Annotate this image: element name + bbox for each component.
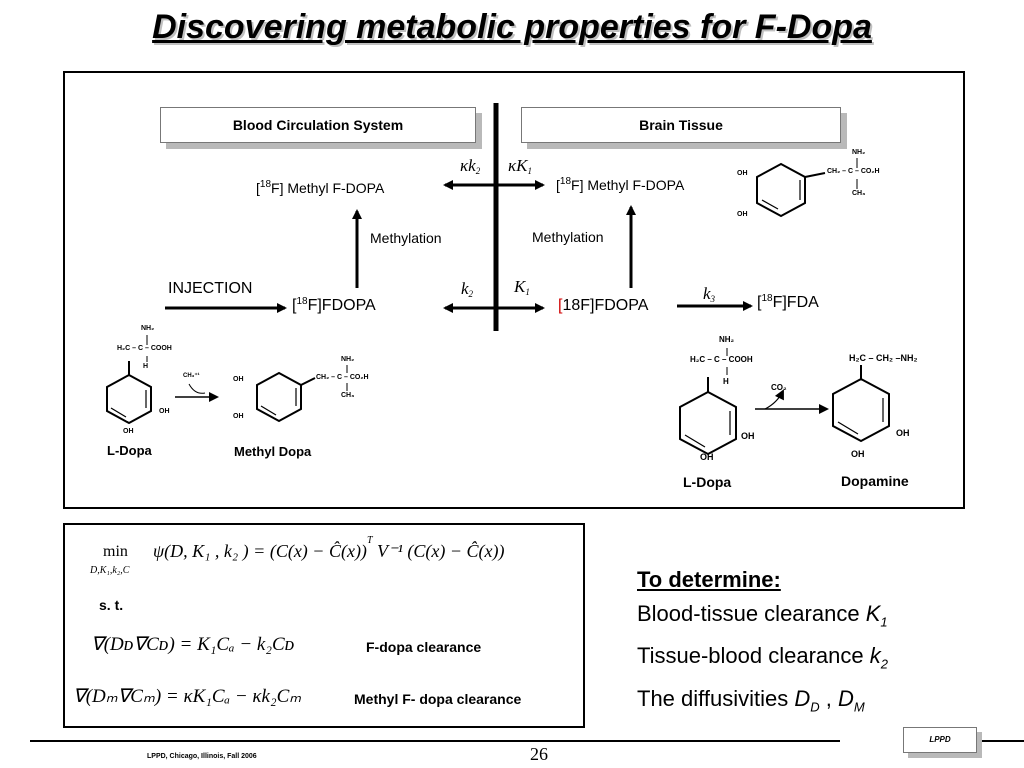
subject-to-label: s. t. xyxy=(99,597,124,613)
footer-divider xyxy=(30,740,840,742)
dopamine-chain: H₂C – CH₂ –NH₂ xyxy=(849,353,918,363)
footer-divider-right xyxy=(960,740,1024,742)
lppd-logo: LPPD xyxy=(903,727,977,753)
ldopa-right-chain: H₂C – C – COOH xyxy=(690,355,753,364)
kappa-k2-rate: κk2 xyxy=(460,156,481,176)
blood-circulation-header: Blood Circulation System xyxy=(160,107,476,143)
determine-line-k1: Blood-tissue clearance K1 xyxy=(637,601,888,630)
methyl-fdopa-chain: CH₂ – C – CO₂H xyxy=(827,168,880,175)
diagram-arrows xyxy=(106,103,890,456)
min-subscript: D,K₁,k₂,C xyxy=(90,565,130,576)
methyl-dopa-chain: CH₂ – C – CO₂H xyxy=(316,374,369,381)
footer-caption: LPPD, Chicago, Illinois, Fall 2006 xyxy=(147,753,257,760)
ldopa-left-name: L-Dopa xyxy=(107,443,152,458)
fdopa-blood-label: [18F]FDOPA xyxy=(292,296,376,314)
methyl-dopa-nh2: NH₂ xyxy=(341,356,355,363)
brain-tissue-header: Brain Tissue xyxy=(521,107,841,143)
determine-list: To determine: Blood-tissue clearance K1 … xyxy=(637,563,888,724)
injection-label: INJECTION xyxy=(168,280,253,297)
methyl-fdopa-clearance-equation: ∇(Dₘ∇Cₘ) = κK₁Cₐ − κk₂Cₘ xyxy=(73,686,302,707)
ldopa-right-nh2: NH₂ xyxy=(719,335,735,344)
objective-function: ψ(D, K₁ , k₂ ) = (C(x) − Ĉ(x))T V⁻¹ (C(x… xyxy=(153,535,505,561)
methyl-fdopa-oh1: OH xyxy=(737,170,748,177)
ldopa-left-chain: H₂C – C – COOH xyxy=(117,345,172,352)
methyl-dopa-oh1: OH xyxy=(233,376,244,383)
slide-title: Discovering metabolic properties for F-D… xyxy=(152,8,872,46)
methyl-fdopa-structure xyxy=(756,158,858,218)
ldopa-right-name: L-Dopa xyxy=(683,474,732,490)
k2-rate: k2 xyxy=(461,279,474,299)
kappa-K1-rate: κK1 xyxy=(508,156,532,176)
methyl-dopa-name: Methyl Dopa xyxy=(234,444,312,459)
optimization-equations: min D,K₁,k₂,C ψ(D, K₁ , k₂ ) = (C(x) − Ĉ… xyxy=(63,523,585,728)
methyl-fdopa-ch3: CH₃ xyxy=(852,190,866,197)
methyl-dopa-ch3: CH₃ xyxy=(341,392,355,399)
ldopa-left-oh1: OH xyxy=(159,408,170,415)
methyl-dopa-oh2: OH xyxy=(233,413,244,420)
metabolism-diagram: Blood Circulation System Brain Tissue xyxy=(63,71,965,509)
methylation-blood-label: Methylation xyxy=(370,230,442,246)
ldopa-right-oh1: OH xyxy=(741,431,755,441)
ldopa-left-nh2: NH₂ xyxy=(141,325,155,332)
determine-line-k2: Tissue-blood clearance k2 xyxy=(637,643,888,672)
fda-label: [18F]FDA xyxy=(757,293,819,311)
k3-rate: k3 xyxy=(703,284,716,304)
ldopa-left-h: H xyxy=(143,363,149,370)
methyl-fdopa-nh2: NH₂ xyxy=(852,149,866,156)
fdopa-brain-label: [18F]FDOPA xyxy=(558,297,649,314)
co2-label: CO₂ xyxy=(771,383,787,392)
fdopa-clearance-equation: ∇(Dᴅ∇Cᴅ) = K₁Cₐ − k₂Cᴅ xyxy=(91,634,295,655)
determine-heading: To determine: xyxy=(637,567,781,592)
ch3-reagent: CH₃⁺¹ xyxy=(183,373,200,379)
ldopa-right-structure xyxy=(679,348,737,456)
methyl-dopa-structure xyxy=(256,365,348,423)
ldopa-left-oh2: OH xyxy=(123,428,134,435)
methylation-brain-label: Methylation xyxy=(532,229,604,245)
determine-line-diffusivities: The diffusivities DD , DM xyxy=(637,685,865,715)
page-number: 26 xyxy=(530,744,548,764)
methyl-fdopa-blood-label: [18F] Methyl F-DOPA xyxy=(256,179,385,196)
methyl-fdopa-clearance-label: Methyl F- dopa clearance xyxy=(354,691,522,707)
dopamine-oh2: OH xyxy=(851,449,865,459)
ldopa-right-h: H xyxy=(723,377,729,386)
methyl-fdopa-brain-label: [18F] Methyl F-DOPA xyxy=(556,176,685,193)
ldopa-left-structure xyxy=(106,335,152,425)
dopamine-structure xyxy=(832,365,890,443)
dopamine-name: Dopamine xyxy=(841,473,909,489)
K1-rate: K1 xyxy=(514,277,530,297)
fdopa-clearance-label: F-dopa clearance xyxy=(366,639,482,655)
min-operator: min xyxy=(103,543,128,560)
methyl-fdopa-oh2: OH xyxy=(737,211,748,218)
dopamine-oh1: OH xyxy=(896,428,910,438)
ldopa-right-oh2: OH xyxy=(700,452,714,462)
